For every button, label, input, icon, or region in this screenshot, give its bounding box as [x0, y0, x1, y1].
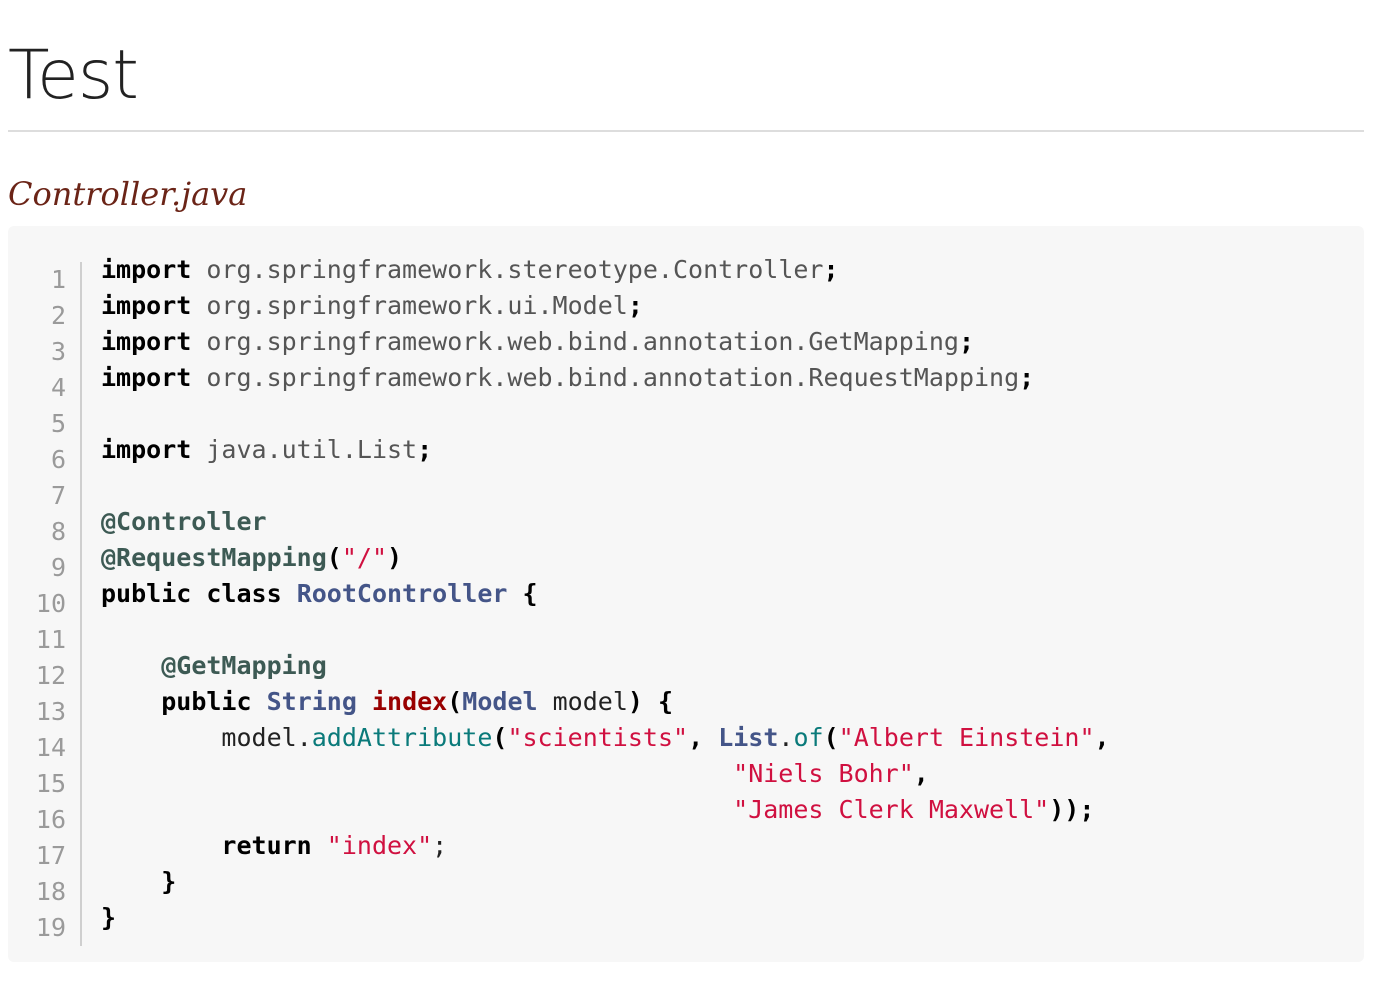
punctuation: ,: [688, 723, 704, 752]
punctuation: ;: [417, 435, 433, 464]
punctuation: (: [823, 723, 839, 752]
keyword: public: [101, 579, 192, 608]
code-line: public class RootController {: [101, 576, 1110, 612]
keyword: import: [101, 327, 192, 356]
method-call: of: [793, 723, 824, 752]
punctuation: ): [627, 687, 643, 716]
punctuation: }: [161, 867, 177, 896]
code-line: "James Clerk Maxwell"));: [101, 792, 1110, 828]
code-line: [101, 468, 1110, 504]
keyword: import: [101, 435, 192, 464]
punctuation: (: [447, 687, 463, 716]
code-line: import java.util.List;: [101, 432, 1110, 468]
variable: model: [221, 723, 297, 752]
punctuation: ,: [1094, 723, 1110, 752]
code-line: @Controller: [101, 504, 1110, 540]
line-number: 5: [50, 409, 66, 438]
code-content: import org.springframework.stereotype.Co…: [101, 252, 1110, 936]
line-number: 15: [35, 769, 66, 798]
title-divider: [8, 130, 1364, 132]
annotation: @Controller: [101, 507, 267, 536]
code-line: }: [101, 900, 1110, 936]
package-name: org.springframework.web.bind.annotation.…: [206, 363, 1020, 392]
code-line: [101, 612, 1110, 648]
punctuation: (: [492, 723, 508, 752]
type-name: Model: [462, 687, 538, 716]
code-line: return "index";: [101, 828, 1110, 864]
code-line: model.addAttribute("scientists", List.of…: [101, 720, 1110, 756]
string-literal: "Niels Bohr": [733, 759, 914, 788]
punctuation: .: [778, 723, 794, 752]
string-literal: "James Clerk Maxwell": [733, 795, 1050, 824]
annotation: @GetMapping: [161, 651, 327, 680]
code-line: }: [101, 864, 1110, 900]
string-literal: "/": [341, 543, 387, 572]
line-number: 4: [50, 373, 66, 402]
line-number: 8: [50, 517, 66, 546]
code-line: public String index(Model model) {: [101, 684, 1110, 720]
annotation: @RequestMapping: [101, 543, 327, 572]
line-number: 9: [50, 553, 66, 582]
string-literal: "scientists": [507, 723, 689, 752]
line-number: 2: [50, 301, 66, 330]
method-call: addAttribute: [311, 723, 493, 752]
file-name: Controller.java: [8, 175, 248, 213]
code-line: "Niels Bohr",: [101, 756, 1110, 792]
line-number: 18: [35, 877, 66, 906]
punctuation: ;: [958, 327, 975, 356]
keyword: import: [101, 291, 192, 320]
punctuation: ;: [627, 291, 643, 320]
type-name: List: [718, 723, 779, 752]
punctuation: (: [326, 543, 342, 572]
code-line: import org.springframework.web.bind.anno…: [101, 324, 1110, 360]
string-literal: "index": [326, 831, 433, 860]
line-number: 17: [35, 841, 66, 870]
line-number: 11: [35, 625, 66, 654]
code-line: import org.springframework.stereotype.Co…: [101, 252, 1110, 288]
line-number: 7: [50, 481, 66, 510]
line-number: 1: [50, 265, 66, 294]
punctuation: ;: [1019, 363, 1035, 392]
string-literal: "Albert Einstein": [838, 723, 1095, 752]
code-line: @RequestMapping("/"): [101, 540, 1110, 576]
punctuation: ): [387, 543, 403, 572]
line-number: 6: [50, 445, 66, 474]
code-line: [101, 396, 1110, 432]
class-name: RootController: [296, 579, 508, 608]
method-name: index: [371, 687, 448, 716]
line-number: 12: [35, 661, 66, 690]
line-number: 10: [35, 589, 66, 618]
punctuation: }: [101, 903, 117, 932]
line-number: 3: [50, 337, 66, 366]
package-name: java.util.List: [206, 435, 418, 464]
punctuation: {: [658, 687, 674, 716]
page-title: Test: [8, 36, 139, 115]
punctuation: ,: [913, 759, 929, 788]
package-name: org.springframework.web.bind.annotation.…: [206, 327, 959, 356]
line-number: 19: [35, 913, 66, 942]
line-number: 14: [35, 733, 66, 762]
keyword: class: [206, 579, 282, 608]
package-name: org.springframework.stereotype.Controlle…: [206, 255, 824, 284]
line-number-gutter: 1 2 3 4 5 6 7 8 9 10 11 12 13 14 15 16 1…: [32, 262, 82, 946]
code-block: 1 2 3 4 5 6 7 8 9 10 11 12 13 14 15 16 1…: [8, 226, 1364, 962]
line-number: 16: [35, 805, 66, 834]
package-name: org.springframework.ui.Model: [206, 291, 628, 320]
type-name: String: [266, 687, 357, 716]
punctuation: .: [296, 723, 312, 752]
keyword: import: [101, 255, 192, 284]
punctuation: ;: [432, 831, 448, 860]
code-line: import org.springframework.web.bind.anno…: [101, 360, 1110, 396]
punctuation: {: [522, 579, 538, 608]
parameter: model: [552, 687, 628, 716]
keyword: public: [161, 687, 252, 716]
punctuation: ;: [823, 255, 839, 284]
punctuation: ));: [1049, 795, 1095, 824]
keyword: return: [221, 831, 312, 860]
code-line: @GetMapping: [101, 648, 1110, 684]
line-number: 13: [35, 697, 66, 726]
code-line: import org.springframework.ui.Model;: [101, 288, 1110, 324]
keyword: import: [101, 363, 192, 392]
